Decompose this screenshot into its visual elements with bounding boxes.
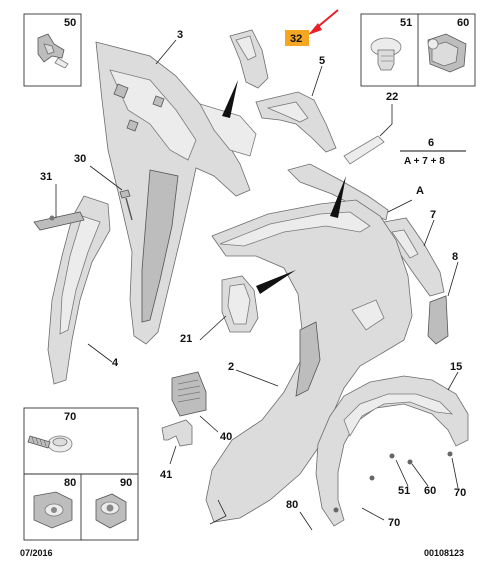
callout-3: 3 — [177, 29, 183, 41]
part-41-bracket — [161, 419, 193, 447]
callout-4: 4 — [112, 357, 119, 369]
part-4-lower-panel — [47, 195, 111, 385]
callout-8: 8 — [452, 251, 458, 263]
callout-5: 5 — [319, 55, 325, 67]
box-80-label: 80 — [64, 477, 76, 489]
footer-ref: 00108123 — [424, 548, 464, 558]
pointer-arrows — [222, 80, 346, 294]
screw-70-icon — [27, 435, 73, 453]
box-51-label: 51 — [400, 17, 412, 29]
callout-A: A — [416, 185, 424, 197]
callout-30: 30 — [74, 153, 86, 165]
part-40-grille — [171, 371, 207, 417]
highlight-32 — [285, 30, 309, 46]
callout-15: 15 — [450, 361, 462, 373]
nut-90-icon — [95, 493, 127, 529]
box-50: 50 — [23, 13, 82, 87]
part-8-bracket — [427, 295, 449, 345]
callout-40: 40 — [220, 431, 232, 443]
red-arrow — [308, 9, 339, 35]
box-70-label: 70 — [64, 411, 76, 423]
box-90-label: 90 — [120, 477, 132, 489]
box-70-80-90: 70 80 90 — [23, 407, 139, 541]
part-3-inner-panel — [95, 41, 257, 345]
part-15-wheel-arch-liner — [315, 375, 469, 527]
part-21-flap — [221, 275, 259, 333]
callout-51: 51 — [398, 485, 410, 497]
callout-70-bottom: 70 — [388, 517, 400, 529]
formula-bottom: A + 7 + 8 — [404, 156, 445, 167]
clip-50-icon — [37, 33, 69, 69]
callout-22: 22 — [386, 91, 398, 103]
part-32-bracket — [229, 29, 269, 89]
part-7-bracket — [383, 217, 445, 297]
callout-2: 2 — [228, 361, 234, 373]
part-30-screw — [119, 189, 133, 221]
formula-top: 6 — [428, 137, 434, 149]
leader-lines — [55, 39, 459, 531]
callout-80: 80 — [286, 499, 298, 511]
box-50-label: 50 — [64, 17, 76, 29]
callout-31: 31 — [40, 171, 52, 183]
footer-date: 07/2016 — [20, 548, 53, 558]
box-60-label: 60 — [457, 17, 469, 29]
part-5-stiffener — [255, 91, 337, 153]
callout-32: 32 — [290, 33, 302, 45]
callout-7: 7 — [430, 209, 436, 221]
box-51-60: 51 60 — [360, 13, 476, 87]
callout-21: 21 — [180, 333, 192, 345]
formula-6: 6 A + 7 + 8 — [400, 137, 466, 167]
nut-80-icon — [33, 491, 73, 529]
part-31-bracket — [33, 211, 85, 231]
clip-60-icon — [427, 33, 467, 73]
part-2-quarter-panel — [205, 199, 413, 525]
callout-70-right: 70 — [454, 487, 466, 499]
part-22-strip — [343, 135, 385, 165]
callout-60: 60 — [424, 485, 436, 497]
rivet-51-icon — [370, 37, 402, 71]
callout-41: 41 — [160, 469, 172, 481]
